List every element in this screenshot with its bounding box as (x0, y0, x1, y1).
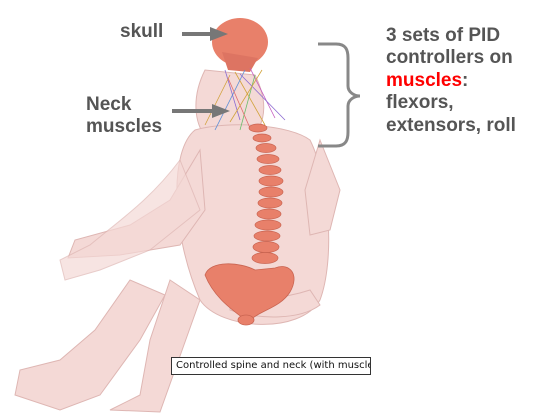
pid-line-2: controllers on (386, 47, 516, 69)
skull-graphic (212, 18, 268, 72)
pid-line-5: extensors, roll (386, 115, 516, 137)
pid-line-3: muscles: (386, 70, 516, 92)
neck-label-line-2: muscles (86, 116, 162, 138)
neck-muscles-label: Neck muscles (86, 94, 162, 139)
pid-controllers-label: 3 sets of PID controllers on muscles: fl… (386, 25, 516, 137)
muscles-highlight: muscles (386, 70, 462, 91)
neck-label-line-1: Neck (86, 94, 162, 116)
skull-label: skull (120, 21, 163, 43)
pid-colon: : (462, 70, 468, 91)
pid-line-1: 3 sets of PID (386, 25, 516, 47)
pid-line-4: flexors, (386, 92, 516, 114)
caption-box: Controlled spine and neck (with muscles) (171, 357, 371, 375)
